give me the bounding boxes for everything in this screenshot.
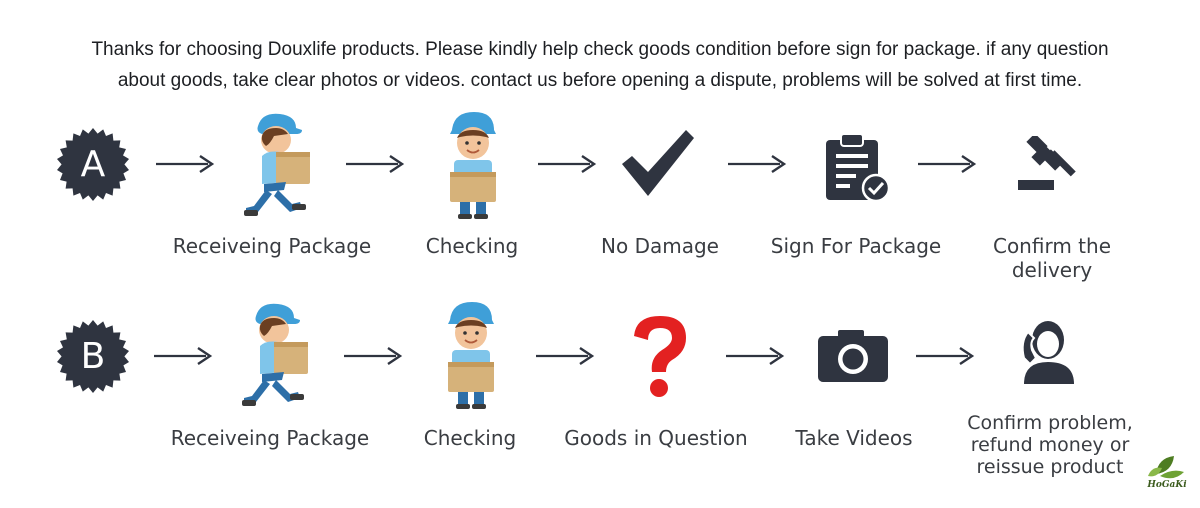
courier-carrying-box-icon — [240, 110, 320, 220]
intro-text: Thanks for choosing Douxlife products. P… — [40, 34, 1160, 96]
step-label: Checking — [425, 234, 519, 258]
clipboard-check-icon — [826, 133, 891, 202]
arrow-right-icon — [918, 154, 980, 174]
step-label: Receiveing Package — [170, 426, 370, 450]
arrow-right-icon — [346, 154, 408, 174]
courier-holding-box-icon — [436, 300, 506, 410]
step-label-multiline: Confirm problem, refund money or reissue… — [950, 412, 1150, 478]
intro-line-2: about goods, take clear photos or videos… — [117, 70, 1083, 91]
arrow-right-icon — [538, 154, 600, 174]
customer-service-icon — [1021, 321, 1074, 384]
step-label: Sign For Package — [770, 234, 942, 258]
arrow-right-icon — [536, 346, 598, 366]
step-label-line: Confirm problem, — [967, 412, 1133, 434]
badge-b: B — [56, 320, 130, 394]
step-label: Checking — [423, 426, 517, 450]
gavel-icon — [1018, 136, 1076, 190]
arrow-right-icon — [154, 346, 216, 366]
arrow-right-icon — [916, 346, 978, 366]
arrow-right-icon — [728, 154, 790, 174]
badge-letter: B — [80, 336, 106, 377]
badge-letter: A — [80, 144, 106, 185]
question-mark-icon — [634, 316, 686, 397]
step-label: Receiveing Package — [172, 234, 372, 258]
courier-carrying-box-icon — [238, 300, 318, 410]
badge-a: A — [56, 128, 130, 202]
leaf-logo-icon — [1148, 456, 1184, 479]
step-label: Goods in Question — [564, 426, 748, 450]
intro-line-1: Thanks for choosing Douxlife products. P… — [91, 39, 1109, 60]
step-label-line: refund money or — [970, 434, 1130, 456]
camera-icon — [818, 330, 888, 382]
step-label: No Damage — [601, 234, 719, 258]
arrow-right-icon — [726, 346, 788, 366]
step-label: Take Videos — [795, 426, 913, 450]
courier-holding-box-icon — [438, 110, 508, 220]
step-label-line: reissue product — [976, 456, 1124, 478]
arrow-right-icon — [344, 346, 406, 366]
arrow-right-icon — [156, 154, 218, 174]
check-mark-icon — [622, 130, 694, 196]
step-label: Confirm the delivery — [992, 234, 1111, 282]
logo-wordmark: HoGaKi — [1147, 480, 1187, 490]
